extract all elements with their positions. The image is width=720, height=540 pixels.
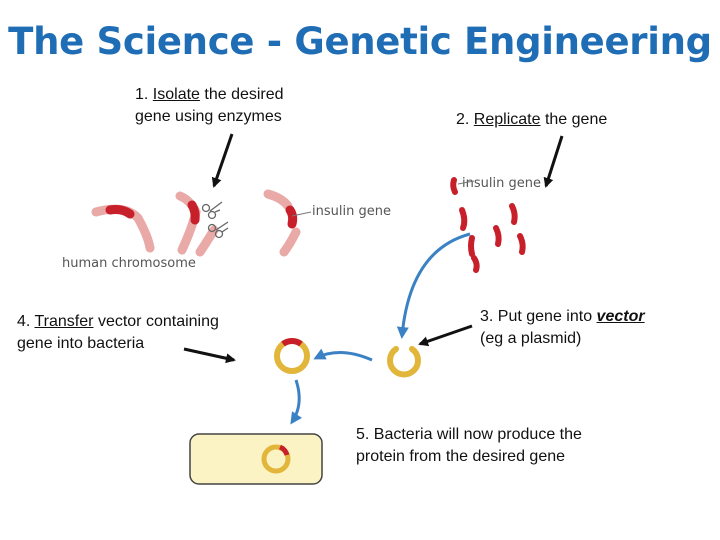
- step-5-text-line1: 5. Bacteria will now produce the: [356, 426, 582, 443]
- insulin-gene-pointer: [457, 180, 475, 185]
- step-2-replicate: 2. Replicate the gene: [456, 109, 607, 131]
- flow-arrow: [396, 232, 471, 339]
- bacterium: [189, 433, 323, 485]
- step-3-text-line2: (eg a plasmid): [480, 330, 582, 347]
- step-1-isolate: 1. Isolate the desired gene using enzyme…: [135, 84, 284, 128]
- arrow-icon: [418, 324, 473, 347]
- step-5-text-line2: protein from the desired gene: [356, 448, 566, 465]
- step-2-text: the gene: [544, 111, 608, 128]
- label-human-chromosome: human chromosome: [62, 256, 196, 271]
- arrow-icon: [543, 135, 564, 188]
- step-5-produce: 5. Bacteria will now produce the protein…: [356, 424, 582, 468]
- arrow-icon: [183, 347, 236, 364]
- step-3-text-line1: 3. Put gene into: [480, 308, 593, 325]
- step-4-transfer: 4. Transfer vector containing gene into …: [17, 311, 219, 355]
- replicated-genes: [450, 177, 526, 273]
- step-1-text-line1: the desired: [204, 86, 284, 103]
- scissors-icon: [207, 221, 229, 239]
- chromosome-middle: [175, 191, 219, 257]
- step-3-keyword: vector: [596, 308, 645, 325]
- step-2-keyword: Replicate: [473, 111, 541, 128]
- step-4-text-line1: vector containing: [97, 313, 219, 330]
- open-plasmid: [387, 346, 421, 378]
- recombinant-plasmid: [274, 338, 310, 374]
- flow-arrow: [313, 348, 373, 362]
- chromosome-left: [91, 204, 155, 253]
- step-1-number: 1.: [135, 86, 149, 103]
- insulin-gene-pointer: [291, 211, 312, 217]
- label-insulin-gene-2: insulin gene: [462, 176, 541, 191]
- arrow-icon: [211, 133, 234, 188]
- step-1-text-line2: gene using enzymes: [135, 108, 282, 125]
- step-1-keyword: Isolate: [152, 86, 200, 103]
- step-4-number: 4.: [17, 313, 31, 330]
- step-2-number: 2.: [456, 111, 470, 128]
- page-title: The Science - Genetic Engineering: [8, 20, 712, 63]
- step-3-vector: 3. Put gene into vector (eg a plasmid): [480, 306, 645, 350]
- chromosome-right: [263, 189, 301, 257]
- flow-arrow: [290, 379, 302, 425]
- scissors-icon: [201, 201, 223, 220]
- step-4-text-line2: gene into bacteria: [17, 335, 145, 352]
- label-insulin-gene-1: insulin gene: [312, 204, 391, 219]
- step-4-keyword: Transfer: [34, 313, 94, 330]
